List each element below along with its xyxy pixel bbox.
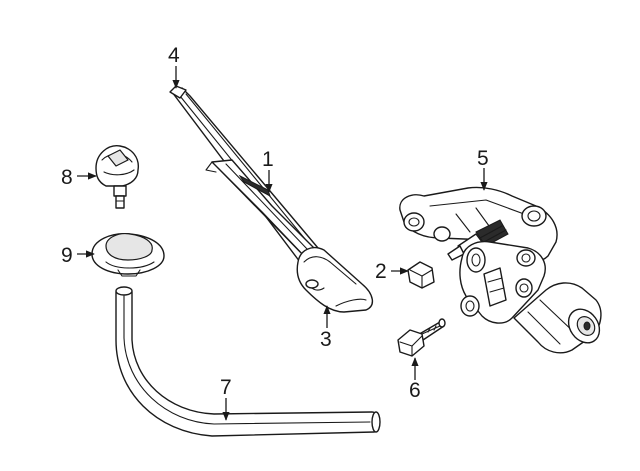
callout-2: 2	[375, 260, 387, 283]
callout-1: 1	[262, 148, 274, 171]
grommet	[91, 233, 165, 277]
wiper-blade	[205, 159, 319, 259]
washer-nozzle	[95, 145, 139, 209]
callout-6: 6	[409, 379, 421, 402]
arm-cover	[296, 246, 373, 313]
callout-4: 4	[168, 44, 180, 67]
bolt	[397, 318, 446, 357]
callout-labels: 4 1 3 5 2 6 7 8 9	[61, 44, 489, 402]
nut	[407, 261, 435, 289]
callout-8: 8	[61, 166, 73, 189]
callout-5: 5	[477, 147, 489, 170]
callout-3: 3	[320, 328, 332, 351]
wiper-motor	[399, 186, 602, 354]
callout-7: 7	[220, 376, 232, 399]
washer-hose	[115, 286, 381, 437]
leader-lines	[77, 66, 488, 421]
callout-9: 9	[61, 244, 73, 267]
